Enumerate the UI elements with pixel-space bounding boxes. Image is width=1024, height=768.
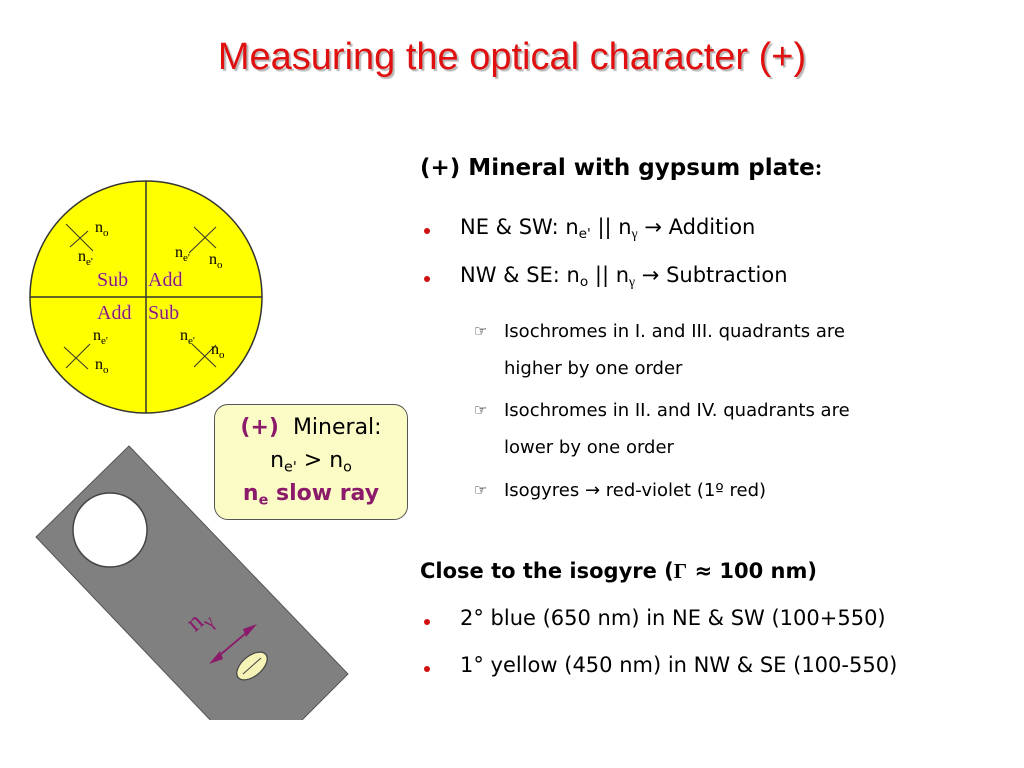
pointing-hand-icon: ☞ [474, 401, 488, 419]
label-n-o-br: no [211, 341, 225, 361]
label-add-ne: Add [148, 269, 182, 291]
right-arrow-icon: → [641, 263, 660, 287]
pointing-hand-icon: ☞ [474, 481, 488, 499]
ellipse-axis-line [242, 657, 262, 675]
label-sub-nw: Sub [97, 269, 128, 291]
right-arrow-icon: → [644, 215, 662, 239]
mineral-line2: ne' > no [270, 448, 352, 476]
label-add-sw: Add [97, 302, 131, 324]
label-n-e-tl: ne' [78, 248, 93, 268]
bullet-dot [424, 619, 430, 625]
subbullet-isochromes-lower: ☞ Isochromes in II. and IV. quadrants ar… [474, 392, 1009, 466]
label-n-o-tr: no [209, 251, 223, 271]
bullet-addition: NE & SW: ne' || nγ → Addition [424, 215, 755, 241]
subbullet-isogyres: ☞ Isogyres → red-violet (1º red) [474, 472, 1009, 509]
label-n-o-bl: no [95, 356, 109, 376]
bullet-dot [424, 666, 430, 672]
bullet-yellow: 1° yellow (450 nm) in NW & SE (100-550) [424, 653, 897, 677]
interference-figure: no ne' ne' no ne' no ne' no Sub Add Add … [29, 180, 263, 414]
double-arrow-icon [209, 624, 257, 664]
plate-hole [72, 492, 148, 568]
pointing-hand-icon: ☞ [474, 322, 488, 340]
label-n-o-tl: no [95, 219, 109, 239]
section2-heading: Close to the isogyre (Γ ≈ 100 nm) [420, 559, 817, 583]
section1-heading: (+) Mineral with gypsum plate: [420, 155, 823, 181]
label-n-e-br: ne' [180, 327, 195, 347]
mineral-line1: (+) Mineral: [215, 411, 407, 444]
conoscopic-diagram: nγ no ne' ne' no ne' no ne' no [29, 180, 349, 720]
bullet-subtraction: NW & SE: no || nγ → Subtraction [424, 263, 788, 289]
mineral-word: Mineral: [292, 415, 382, 440]
label-n-e-tr: ne' [175, 244, 190, 264]
mineral-line3: ne slow ray [242, 481, 380, 509]
subbullet-isochromes-higher: ☞ Isochromes in I. and III. quadrants ar… [474, 313, 1009, 387]
label-n-e-bl: ne' [93, 327, 108, 347]
mineral-info-box: (+) Mineral: ne' > no ne slow ray [214, 404, 408, 520]
bullet-dot [424, 228, 430, 234]
mineral-sign: (+) [240, 415, 279, 440]
label-sub-se: Sub [148, 302, 179, 324]
bullet-dot [424, 276, 430, 282]
gypsum-plate: nγ [35, 445, 349, 720]
right-arrow-icon: → [584, 480, 601, 501]
bullet-blue: 2° blue (650 nm) in NE & SW (100+550) [424, 606, 886, 630]
page-title: Measuring the optical character (+) [217, 36, 807, 78]
